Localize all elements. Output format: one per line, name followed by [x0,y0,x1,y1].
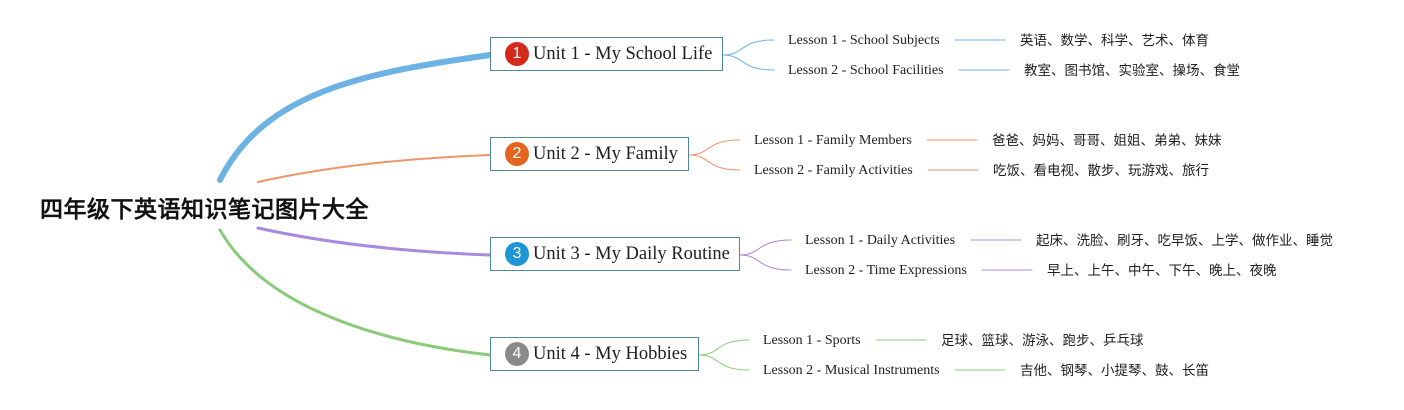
branch-lesson-4-2 [698,354,750,371]
unit-number-badge: 4 [505,342,529,366]
vocab-node-unit4-lesson1[interactable]: 足球、篮球、游泳、跑步、乒乓球 [941,333,1144,349]
vocab-node-unit1-lesson1[interactable]: 英语、数学、科学、艺术、体育 [1020,33,1209,49]
unit-label: Unit 1 - My School Life [533,43,713,64]
mindmap-root-title[interactable]: 四年级下英语知识笔记图片大全 [40,197,369,223]
unit-label: Unit 2 - My Family [533,143,678,164]
vocab-node-unit3-lesson2[interactable]: 早上、上午、中午、下午、晚上、夜晚 [1047,263,1277,279]
branch-unit-3 [256,226,492,257]
branch-unit-1 [217,52,493,183]
lesson-node-unit1-lesson1[interactable]: Lesson 1 - School Subjects [788,33,940,48]
lesson-node-unit4-lesson1[interactable]: Lesson 1 - Sports [763,333,861,348]
unit-number-badge: 3 [505,242,529,266]
unit-label: Unit 4 - My Hobbies [533,343,688,364]
unit-label: Unit 3 - My Daily Routine [533,243,730,264]
branch-lesson-4-1 [698,339,750,356]
branch-unit-2 [257,154,491,183]
unit-number-badge: 1 [505,42,529,66]
lesson-node-unit3-lesson2[interactable]: Lesson 2 - Time Expressions [805,263,967,278]
lesson-node-unit1-lesson2[interactable]: Lesson 2 - School Facilities [788,63,944,78]
unit-number-badge: 2 [505,142,529,166]
vocab-node-unit4-lesson2[interactable]: 吉他、钢琴、小提琴、鼓、长笛 [1020,363,1209,379]
unit-node-1[interactable]: 1 Unit 1 - My School Life [490,37,723,71]
branch-lesson-3-1 [739,239,792,256]
vocab-node-unit3-lesson1[interactable]: 起床、洗脸、刷牙、吃早饭、上学、做作业、睡觉 [1036,233,1333,249]
branch-lesson-2-2 [688,154,741,171]
branch-lesson-2-1 [688,139,741,156]
unit-node-2[interactable]: 2 Unit 2 - My Family [490,137,689,171]
branch-lesson-1-1 [722,39,775,56]
branch-lesson-1-2 [722,54,775,71]
branch-unit-4 [218,228,492,357]
lesson-node-unit3-lesson1[interactable]: Lesson 1 - Daily Activities [805,233,956,248]
unit-node-4[interactable]: 4 Unit 4 - My Hobbies [490,337,699,371]
lesson-node-unit2-lesson2[interactable]: Lesson 2 - Family Activities [754,163,913,178]
lesson-node-unit4-lesson2[interactable]: Lesson 2 - Musical Instruments [763,363,940,378]
lesson-node-unit2-lesson1[interactable]: Lesson 1 - Family Members [754,133,912,148]
vocab-node-unit1-lesson2[interactable]: 教室、图书馆、实验室、操场、食堂 [1024,63,1240,79]
branch-lesson-3-2 [739,254,792,271]
vocab-node-unit2-lesson2[interactable]: 吃饭、看电视、散步、玩游戏、旅行 [993,163,1209,179]
unit-node-3[interactable]: 3 Unit 3 - My Daily Routine [490,237,740,271]
vocab-node-unit2-lesson1[interactable]: 爸爸、妈妈、哥哥、姐姐、弟弟、妹妹 [992,133,1222,149]
